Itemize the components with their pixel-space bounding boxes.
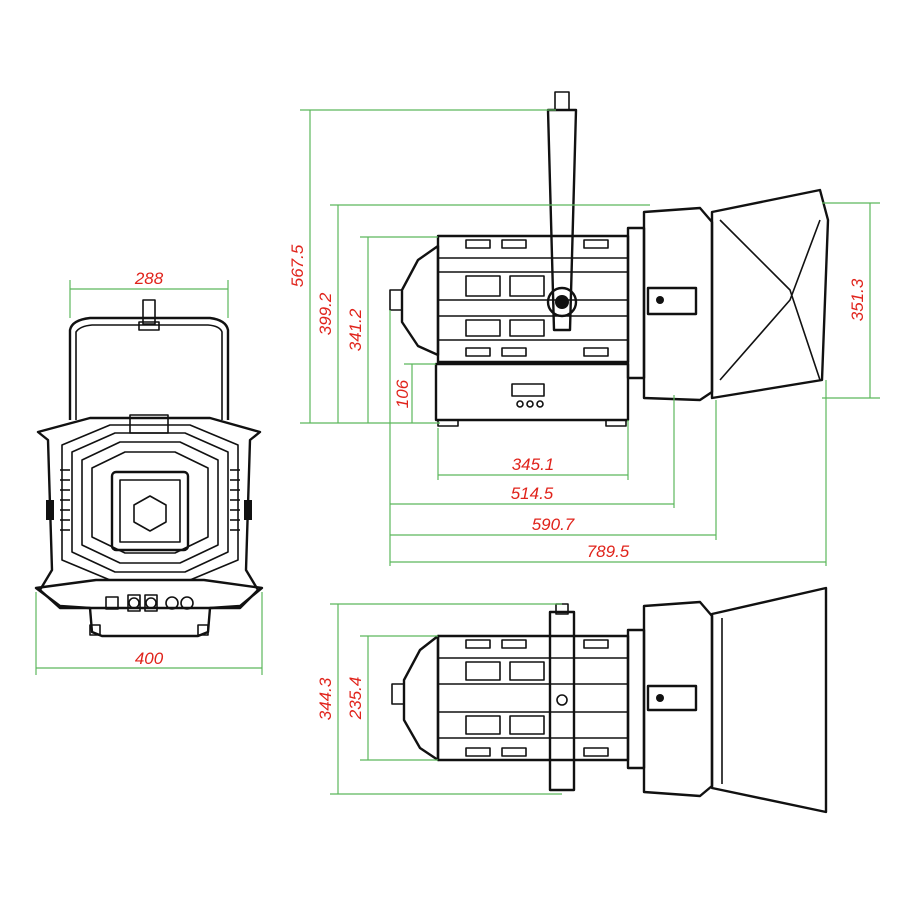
dim-351-3: 351.3 [848,278,867,321]
top-front-ring [642,600,714,798]
side-front-ring [642,206,714,402]
side-top-knob [554,91,570,111]
side-dimensions: 567.5 399.2 341.2 106 351.3 345.1 514.5 … [288,109,880,566]
dim-567-5: 567.5 [288,244,307,287]
front-yoke [68,316,230,420]
side-body [436,234,630,364]
top-handle [646,684,698,712]
top-barndoor [710,586,828,814]
front-view [34,299,264,638]
dim-399-2: 399.2 [316,292,335,335]
dim-106: 106 [393,379,412,408]
top-body [436,634,630,762]
dim-288: 288 [134,269,164,288]
dim-344-3: 344.3 [316,677,335,720]
dim-590-7: 590.7 [532,515,575,534]
dim-514-5: 514.5 [511,484,554,503]
side-handle [646,286,698,316]
dim-235-4: 235.4 [346,677,365,721]
dim-345-1: 345.1 [512,455,555,474]
dim-341-2: 341.2 [346,308,365,351]
top-yoke [548,610,576,792]
top-dimensions: 344.3 235.4 [316,603,562,795]
dim-789-5: 789.5 [587,542,630,561]
top-rear-cap [402,634,440,762]
side-rear-cap [400,244,440,357]
side-base-box [434,362,630,422]
dim-400: 400 [135,649,164,668]
side-barndoor [710,188,830,400]
front-top-knob [142,299,156,325]
front-dimensions: 288 400 [35,269,263,675]
top-view [391,586,828,814]
front-lens-hexagon [133,495,167,532]
front-lens-frame [110,470,190,552]
side-view [389,91,830,427]
